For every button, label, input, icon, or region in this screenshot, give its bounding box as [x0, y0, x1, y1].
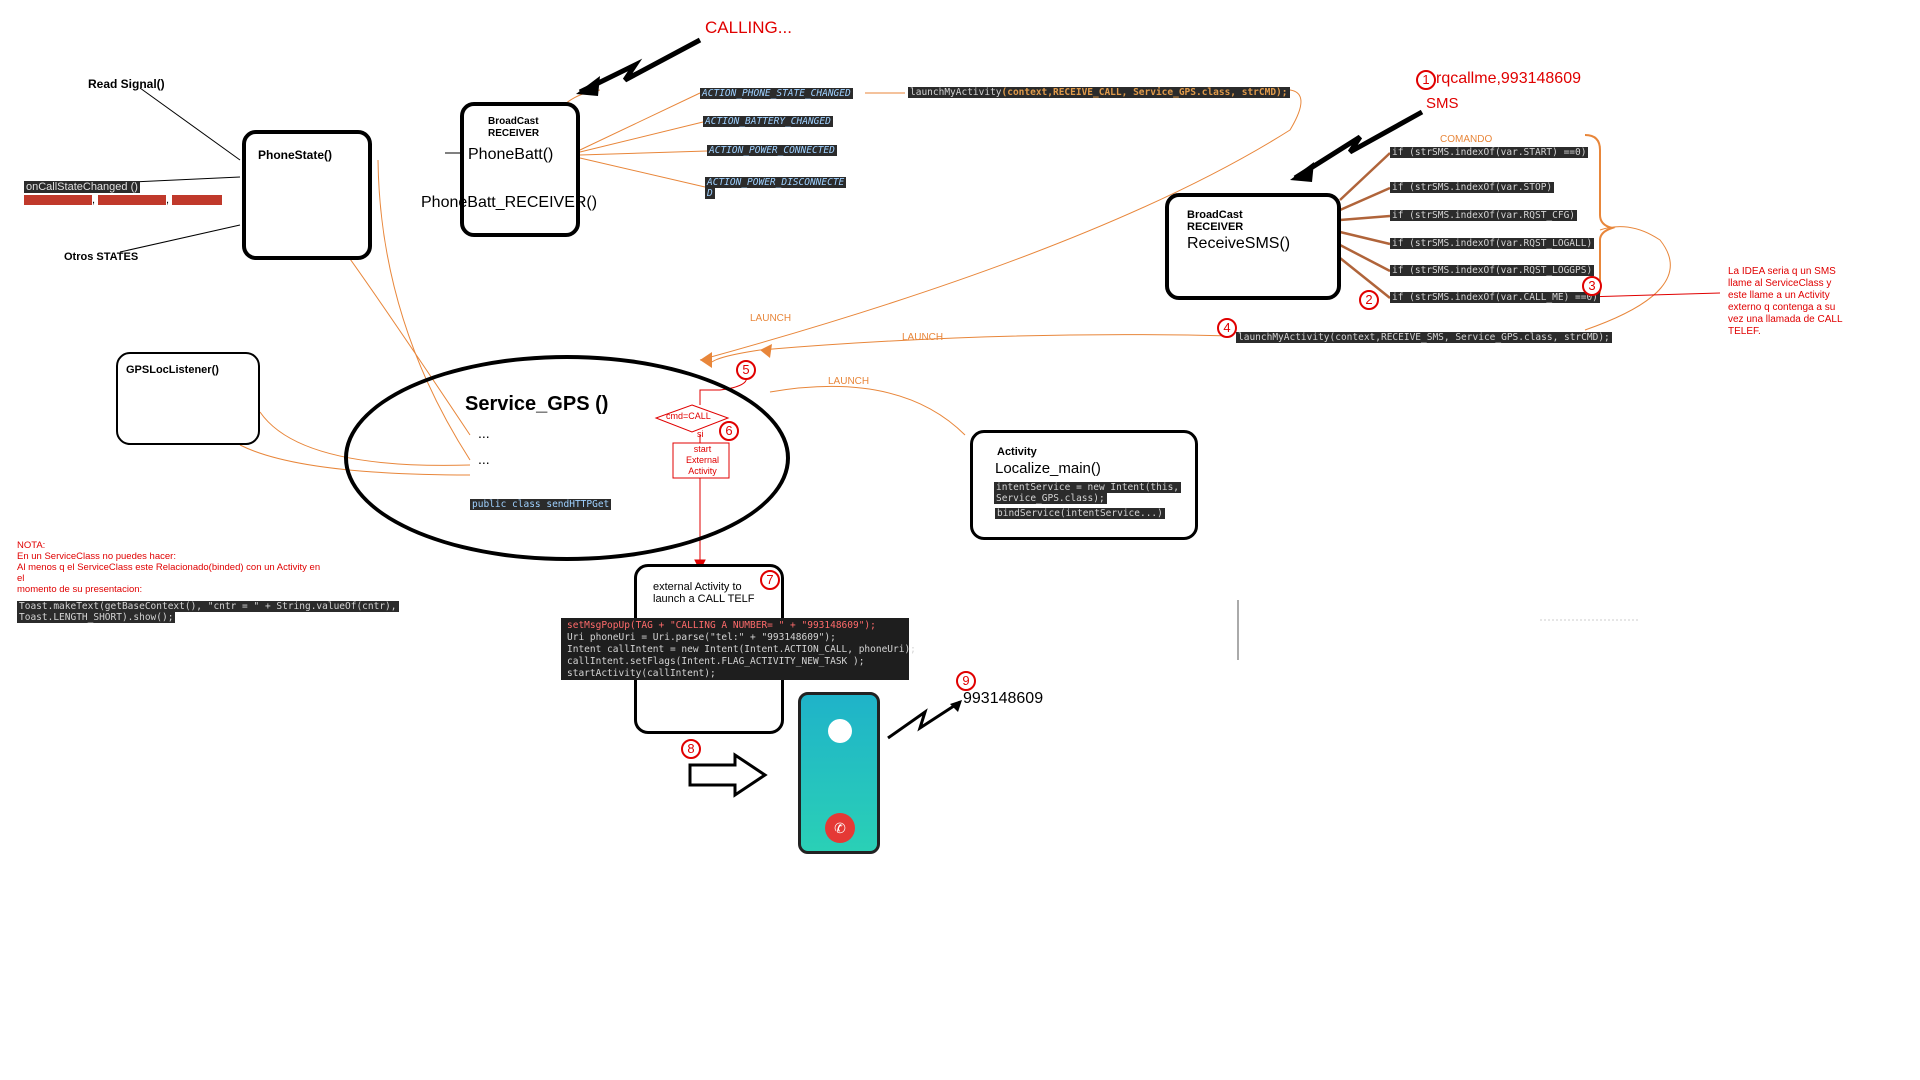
gps-loc-listener-box: GPSLocListener() — [116, 352, 260, 445]
idea-note-line-3: este llame a un Activity — [1728, 290, 1830, 301]
phone-state-box: PhoneState() — [242, 130, 372, 260]
send-http-get-class: public class sendHTTPGet — [470, 499, 612, 510]
activity-code-1: intentService = new Intent(this, — [994, 482, 1182, 493]
toast-code-1: Toast.makeText(getBaseContext(), "cntr =… — [17, 601, 399, 612]
nota-line-2: En un ServiceClass no puedes hacer: — [17, 551, 176, 562]
nota-line-3: Al menos q el ServiceClass este Relacion… — [17, 562, 321, 573]
idea-note-line-5: vez una llamada de CALL — [1728, 314, 1843, 325]
sms-check-call-me: if (strSMS.indexOf(var.CALL_ME) ==0) — [1390, 292, 1600, 303]
broadcast-receiver-sms: BroadCast RECEIVER ReceiveSMS() — [1165, 193, 1341, 300]
start-line-2: External — [686, 455, 720, 465]
launch-label-2: LAUNCH — [902, 332, 944, 343]
step-3-marker: 3 — [1582, 276, 1602, 296]
broadcast-receiver-phonebatt: BroadCast RECEIVER PhoneBatt() — [460, 102, 580, 237]
receiver1-name: PhoneBatt() — [468, 146, 554, 163]
receiver2-name: ReceiveSMS() — [1187, 235, 1291, 252]
state-token-2 — [98, 195, 166, 205]
nota-block: NOTA: En un ServiceClass no puedes hacer… — [17, 540, 320, 595]
dialed-number: 993148609 — [963, 690, 1044, 707]
action-battery-changed: ACTION_BATTERY_CHANGED — [703, 116, 833, 127]
on-call-state-changed: onCallStateChanged () — [24, 181, 140, 193]
step-1-marker: 1 — [1416, 70, 1436, 90]
service-dots-2: ... — [478, 451, 490, 467]
external-activity-line-2: launch a CALL TELF — [653, 593, 755, 605]
activity-label: Activity — [997, 446, 1037, 458]
call-code-line-4: callIntent.setFlags(Intent.FLAG_ACTIVITY… — [567, 656, 865, 667]
launch-call-args: (context,RECEIVE_CALL, Service_GPS.class… — [1001, 87, 1288, 98]
action-power-disconnected-cont: D — [705, 188, 715, 199]
receiver2-header-line2: RECEIVER — [1187, 221, 1244, 233]
step-7-marker: 7 — [760, 570, 780, 590]
action-phone-state-changed: ACTION_PHONE_STATE_CHANGED — [700, 88, 853, 99]
state-token-3 — [172, 195, 222, 205]
call-code-line-3: Intent callIntent = new Intent(Intent.AC… — [567, 644, 916, 655]
receiver1-header-line2: RECEIVER — [488, 128, 540, 139]
sms-check-stop: if (strSMS.indexOf(var.STOP) — [1390, 182, 1555, 193]
step-2-marker: 2 — [1359, 290, 1379, 310]
service-dots-1: ... — [478, 425, 490, 441]
action-power-connected: ACTION_POWER_CONNECTED — [707, 145, 837, 156]
toast-code-2: Toast.LENGTH_SHORT).show(); — [17, 612, 176, 623]
caller-avatar-icon — [828, 719, 852, 743]
idea-note-line-2: llame al ServiceClass y — [1728, 278, 1832, 289]
state-separator-2: , — [166, 194, 170, 206]
phone-image: ✆ — [798, 692, 880, 854]
sms-check-rqst-logall: if (strSMS.indexOf(var.RQST_LOGALL) — [1390, 238, 1595, 249]
read-signal-label: Read Signal() — [88, 77, 165, 91]
launch-label-3: LAUNCH — [828, 376, 870, 387]
activity-name: Localize_main() — [995, 460, 1101, 477]
idea-note-line-1: La IDEA seria q un SMS — [1728, 266, 1836, 277]
receiver2-header-line1: BroadCast — [1187, 209, 1243, 221]
external-activity-line-1: external Activity to — [653, 581, 742, 593]
call-code-line-2: Uri phoneUri = Uri.parse("tel:" + "99314… — [567, 632, 836, 643]
service-title: Service_GPS () — [465, 393, 609, 415]
step-9-marker: 9 — [956, 671, 976, 691]
sms-check-start: if (strSMS.indexOf(var.START) ==0) — [1390, 147, 1589, 158]
step-5-marker: 5 — [736, 360, 756, 380]
nota-line-5: momento de su presentacion: — [17, 584, 143, 595]
idea-note: La IDEA seria q un SMS llame al ServiceC… — [1728, 266, 1843, 338]
decision-cmd-call: cmd=CALL — [666, 411, 711, 421]
other-states-label: Otros STATES — [64, 251, 139, 263]
nota-line-1: NOTA: — [17, 540, 46, 551]
start-external-activity: start External Activity — [686, 444, 719, 477]
idea-note-line-4: externo q contenga a su — [1728, 302, 1836, 313]
call-code-block: setMsgPopUp(TAG + "CALLING A NUMBER= " +… — [561, 618, 916, 680]
launch-sms-code: launchMyActivity(context,RECEIVE_SMS, Se… — [1236, 332, 1612, 343]
comando-label: COMANDO — [1440, 134, 1493, 145]
sms-command-text: rqcallme,993148609 — [1436, 70, 1581, 87]
calling-label: CALLING... — [705, 18, 792, 37]
launch-call-fn: launchMyActivity — [910, 87, 1002, 98]
sms-label: SMS — [1426, 95, 1459, 112]
receiver1-header-line1: BroadCast — [488, 116, 539, 127]
step-6-marker: 6 — [719, 421, 739, 441]
call-code-line-5: startActivity(callIntent); — [567, 668, 716, 679]
activity-code-2: Service_GPS.class); — [994, 493, 1107, 504]
sms-check-rqst-cfg: if (strSMS.indexOf(var.RQST_CFG) — [1390, 210, 1578, 221]
start-line-3: Activity — [688, 466, 717, 476]
launch-label-1: LAUNCH — [750, 313, 792, 324]
start-line-1: start — [693, 444, 712, 454]
launch-call-code: launchMyActivity(context,RECEIVE_CALL, S… — [908, 87, 1290, 98]
state-token-1 — [24, 195, 92, 205]
step-4-marker: 4 — [1217, 318, 1237, 338]
hangup-icon: ✆ — [825, 813, 855, 843]
receiver1-caption: PhoneBatt_RECEIVER() — [421, 194, 598, 211]
gps-loc-listener-title: GPSLocListener() — [126, 364, 219, 376]
nota-line-4: el — [17, 573, 25, 584]
decision-yes: si — [697, 429, 704, 439]
state-separator-1: , — [92, 194, 96, 206]
idea-note-line-6: TELEF. — [1728, 326, 1761, 337]
step-8-marker: 8 — [681, 739, 701, 759]
sms-check-rqst-loggps: if (strSMS.indexOf(var.RQST_LOGGPS) — [1390, 265, 1595, 276]
phone-state-title: PhoneState() — [258, 148, 333, 162]
call-code-line-1: setMsgPopUp(TAG + "CALLING A NUMBER= " +… — [567, 620, 876, 631]
activity-code-3: bindService(intentService...) — [995, 508, 1165, 519]
service-gps-ellipse — [344, 355, 790, 561]
action-power-disconnected: ACTION_POWER_DISCONNECTE — [705, 177, 847, 188]
